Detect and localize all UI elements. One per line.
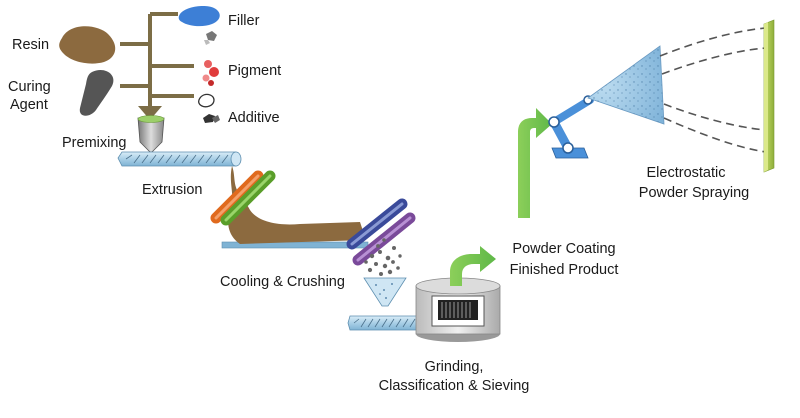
label-finished-product-line2: Finished Product [509, 262, 619, 278]
label-extrusion: Extrusion [142, 182, 203, 198]
grinding-mill [415, 277, 501, 342]
label-grinding-line1: Grinding, [424, 359, 484, 375]
premixer-top [137, 115, 165, 123]
label-filler: Filler [228, 13, 260, 29]
target-panel [763, 19, 775, 173]
feed-pipes [120, 12, 194, 108]
label-spraying-line2: Powder Spraying [638, 185, 750, 201]
hopper-powder [375, 283, 393, 299]
additive-outline-blob [198, 93, 215, 108]
filler-particles [204, 31, 217, 45]
label-curing-agent-line1: Curing [8, 79, 51, 95]
robot-arm [548, 95, 594, 159]
filler-blob [178, 6, 220, 27]
premixer-hopper [137, 117, 165, 153]
label-spraying-line1: Electrostatic [646, 165, 726, 181]
label-additive: Additive [228, 110, 280, 126]
label-grinding-line2: Classification & Sieving [378, 378, 530, 394]
cooling-rollers [210, 170, 416, 266]
extruder-barrel [117, 151, 242, 167]
additive-particles [203, 114, 220, 123]
grinding-hopper [363, 277, 407, 307]
label-pigment: Pigment [228, 63, 282, 79]
pigment-particles [202, 60, 219, 86]
extruded-melt [228, 166, 366, 244]
arrow-to-finished-product [450, 246, 496, 286]
feed-arrow-head [138, 106, 162, 120]
spray-field-lines [659, 27, 767, 153]
resin-blob [59, 26, 116, 64]
label-premixing: Premixing [62, 135, 127, 151]
label-cooling-crushing: Cooling & Crushing [220, 274, 345, 290]
label-finished-product-line1: Powder Coating [512, 241, 616, 257]
curing-agent-blob [79, 69, 114, 116]
label-resin: Resin [12, 37, 50, 53]
arrow-to-spraying [518, 108, 552, 218]
label-curing-agent-line2: Agent [10, 97, 48, 113]
